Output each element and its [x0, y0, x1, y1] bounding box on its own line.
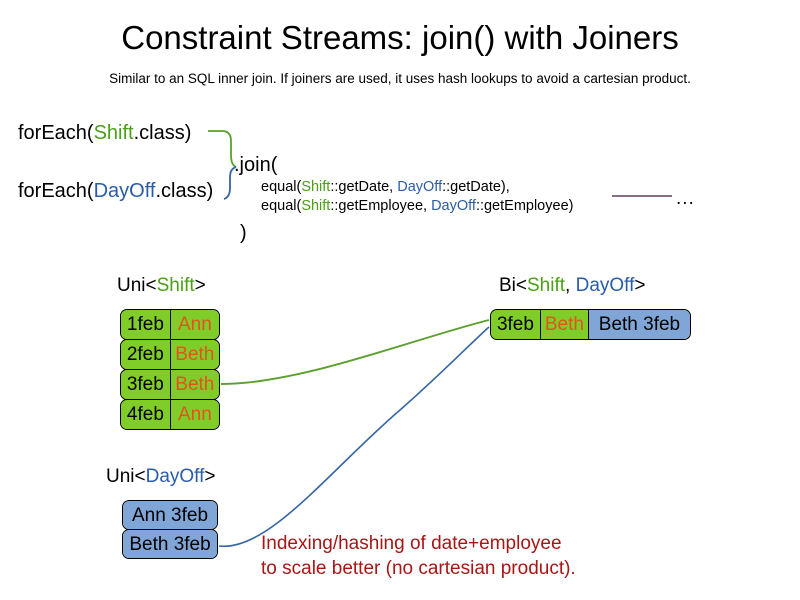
dayoff-fact-row[interactable]: Beth 3feb — [122, 529, 218, 559]
shift-fact-row[interactable]: 3feb Beth — [120, 369, 220, 400]
code-foreach-dayoff: forEach(DayOff.class) — [18, 178, 213, 204]
dayoff-label: Beth 3feb — [123, 530, 217, 558]
code-joiner-0: equal(Shift::getDate, DayOff::getDate), — [261, 178, 510, 197]
code-join-open: .join( — [234, 154, 278, 176]
foreach-shift-suffix: .class) — [133, 122, 192, 144]
uni-shift-prefix: Uni< — [117, 275, 157, 296]
uni-dayoff-suffix: > — [204, 466, 216, 487]
brace-shift-to-join — [208, 130, 237, 168]
shift-fact-row[interactable]: 1feb Ann — [120, 309, 220, 340]
joiner-0-left-method: ::getDate, — [330, 179, 398, 195]
joiner-1-right-type: DayOff — [431, 198, 476, 214]
shift-date: 3feb — [121, 370, 171, 399]
code-ellipsis: ... — [676, 188, 695, 209]
bi-dayoff: Beth 3feb — [588, 310, 690, 339]
uni-dayoff-type: DayOff — [145, 466, 205, 487]
joiner-0-prefix: equal( — [261, 179, 302, 195]
shift-date: 1feb — [121, 310, 171, 339]
header-bi-shift-dayoff: Bi<Shift, DayOff> — [499, 274, 645, 298]
annotation-note: Indexing/hashing of date+employee to sca… — [261, 531, 576, 581]
slide-title: Constraint Streams: join() with Joiners — [121, 19, 679, 56]
foreach-shift-prefix: forEach( — [18, 122, 94, 144]
bi-suffix: > — [634, 275, 646, 296]
dayoff-label: Ann 3feb — [123, 501, 217, 529]
slide-subtitle: Similar to an SQL inner join. If joiners… — [109, 71, 691, 86]
joiner-0-left-type: Shift — [301, 179, 331, 195]
uni-shift-suffix: > — [194, 275, 206, 296]
joiner-1-right-method: ::getEmployee) — [475, 198, 574, 214]
foreach-dayoff-prefix: forEach( — [18, 180, 94, 202]
code-join-close: ) — [240, 222, 247, 244]
shift-employee: Beth — [170, 370, 219, 399]
bi-fact-row[interactable]: 3feb Beth Beth 3feb — [490, 309, 691, 340]
bi-type-a: Shift — [527, 275, 566, 296]
shift-employee: Beth — [170, 340, 219, 369]
bi-type-b: DayOff — [575, 275, 635, 296]
shift-date: 4feb — [121, 400, 171, 429]
connector-dayoff-to-bi — [218, 326, 490, 547]
foreach-shift-type: Shift — [93, 122, 134, 144]
uni-shift-type: Shift — [156, 275, 195, 296]
annotation-line-2: to scale better (no cartesian product). — [261, 558, 576, 579]
shift-date: 2feb — [121, 340, 171, 369]
foreach-dayoff-suffix: .class) — [155, 180, 214, 202]
joiner-0-right-method: ::getDate), — [442, 179, 510, 195]
code-foreach-shift: forEach(Shift.class) — [18, 120, 191, 146]
dayoff-fact-row[interactable]: Ann 3feb — [122, 500, 218, 530]
connector-shift-to-bi — [220, 319, 490, 385]
bi-separator: , — [565, 275, 576, 296]
header-uni-shift: Uni<Shift> — [117, 274, 206, 298]
shift-employee: Ann — [170, 400, 219, 429]
shift-fact-row[interactable]: 4feb Ann — [120, 399, 220, 430]
foreach-dayoff-type: DayOff — [93, 180, 156, 202]
shift-employee: Ann — [170, 310, 219, 339]
joiner-0-right-type: DayOff — [397, 179, 443, 195]
annotation-line-1: Indexing/hashing of date+employee — [261, 533, 562, 554]
code-joiner-1: equal(Shift::getEmployee, DayOff::getEmp… — [261, 197, 573, 216]
joiner-1-left-type: Shift — [301, 198, 331, 214]
bi-prefix: Bi< — [499, 275, 527, 296]
bi-shift-date: 3feb — [491, 310, 541, 339]
shift-fact-row[interactable]: 2feb Beth — [120, 339, 220, 370]
uni-dayoff-prefix: Uni< — [106, 466, 146, 487]
joiner-1-left-method: ::getEmployee, — [330, 198, 432, 214]
joiner-1-prefix: equal( — [261, 198, 302, 214]
bi-shift-employee: Beth — [540, 310, 589, 339]
header-uni-dayoff: Uni<DayOff> — [106, 465, 216, 489]
